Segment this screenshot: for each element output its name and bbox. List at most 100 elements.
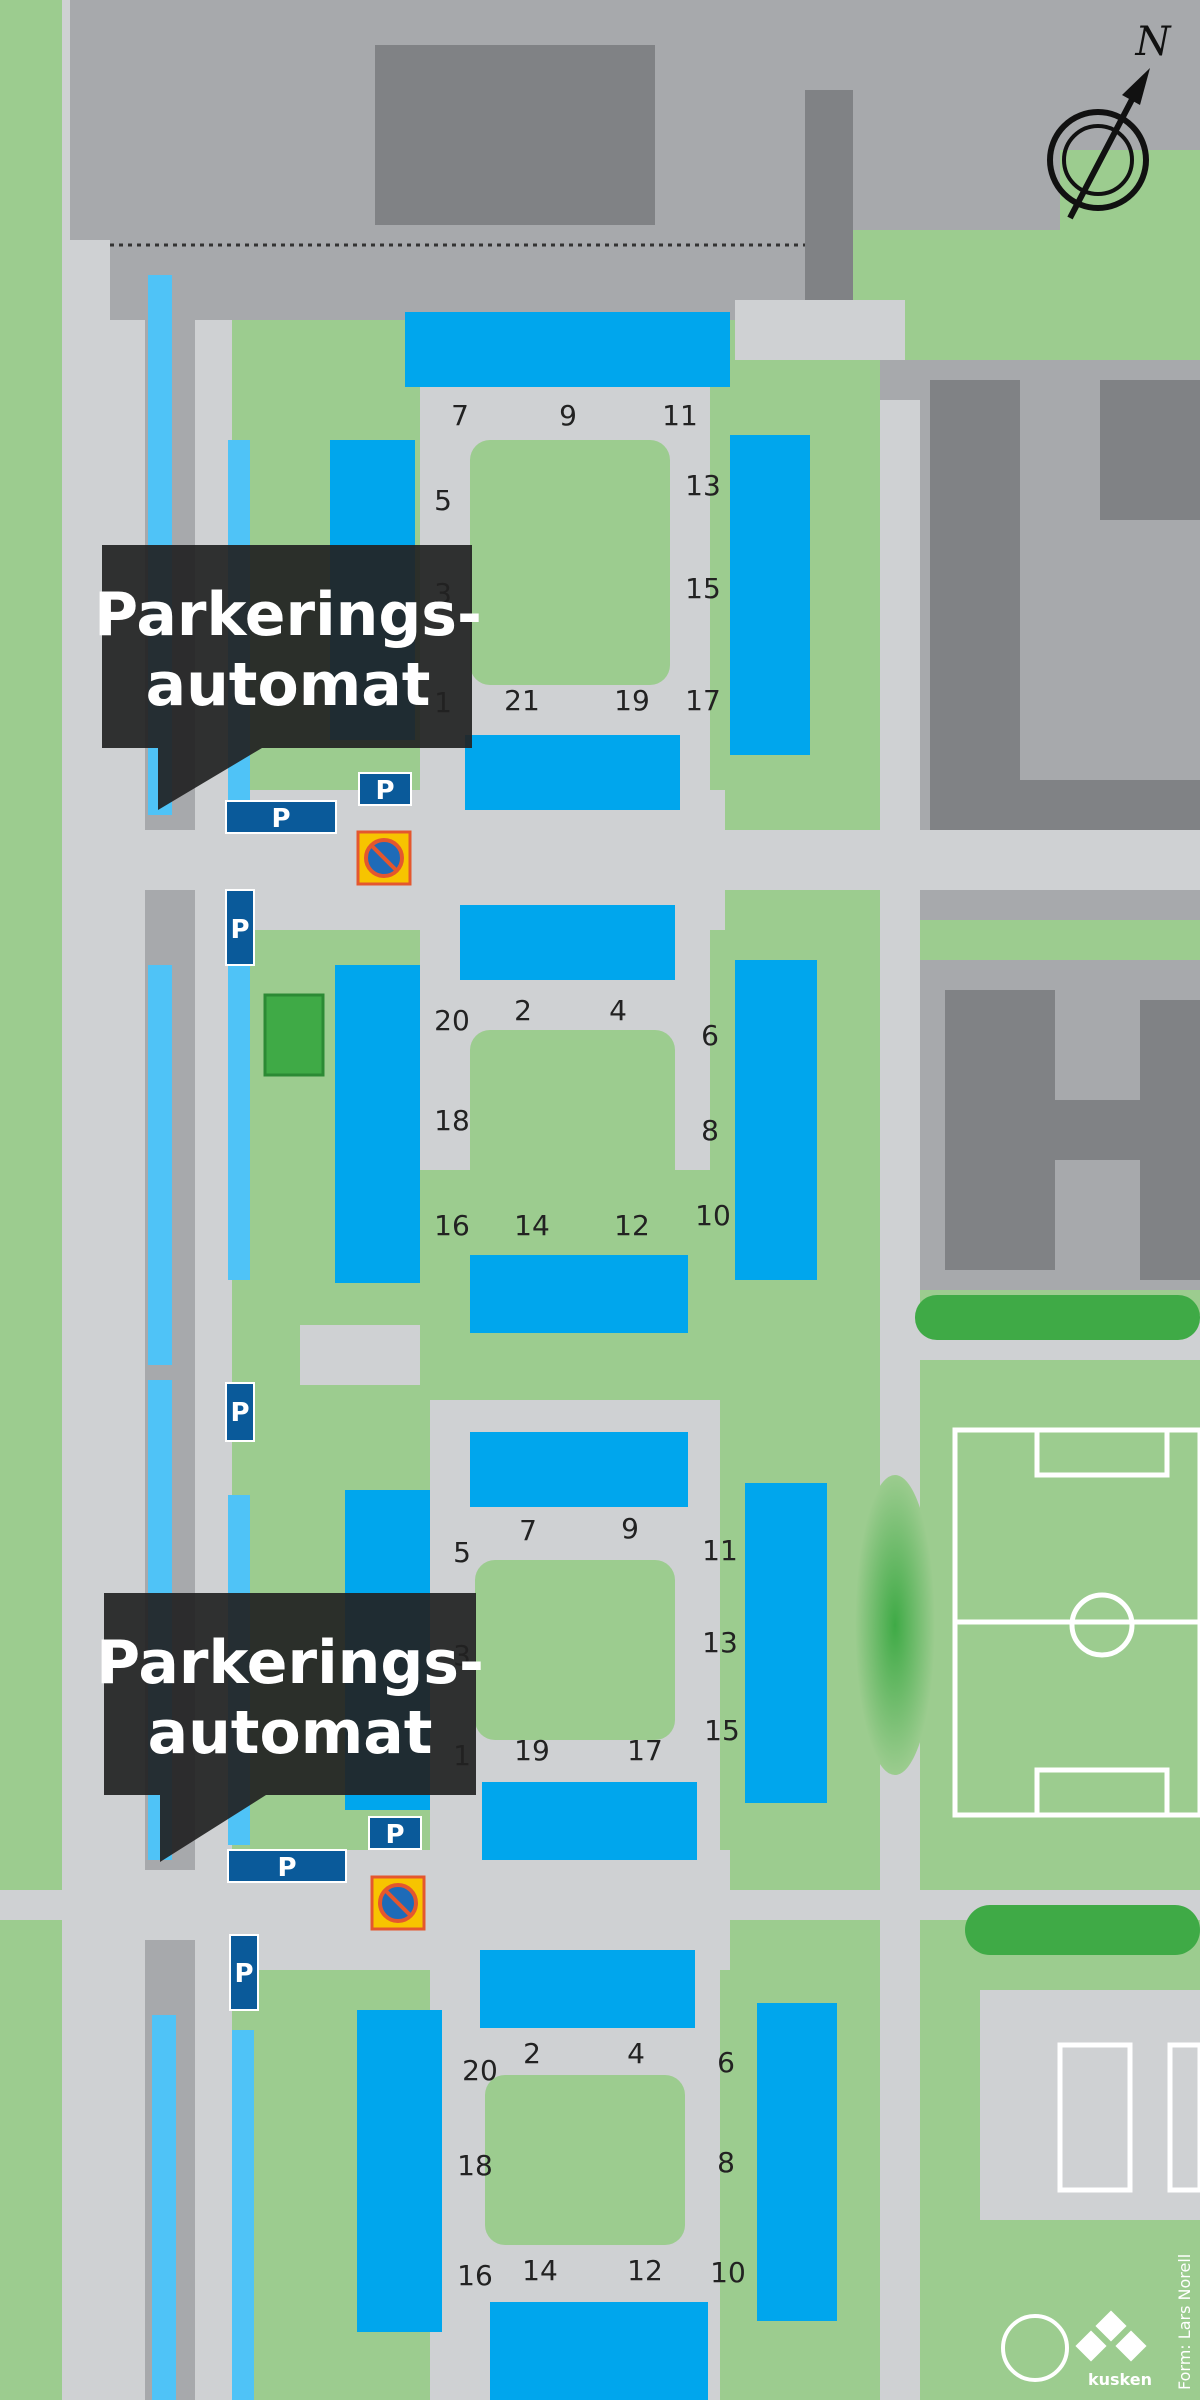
house-number: 19 [514, 1734, 550, 1767]
carport-strip-3 [148, 965, 172, 1365]
building-11-13-15-b [745, 1483, 827, 1803]
tree-row-east-2 [965, 1905, 1200, 1955]
parking-sign [225, 1382, 255, 1442]
house-number: 6 [717, 2046, 735, 2079]
football-penalty-bottom [1034, 1767, 1170, 1818]
building-dark-north2 [805, 90, 853, 320]
kusken-logo: kusken [1075, 2310, 1152, 2389]
building-dark-east3 [1100, 380, 1200, 520]
house-number: 5 [453, 1536, 471, 1569]
house-number: 17 [685, 684, 721, 717]
house-number: 12 [627, 2254, 663, 2287]
callout-parking-meter-2: Parkerings- automat [96, 1593, 484, 1862]
tennis-court-2 [1167, 2042, 1200, 2193]
house-number: 5 [434, 484, 452, 517]
road-ns-east2 [735, 300, 905, 360]
house-number: 20 [434, 1004, 470, 1037]
house-number: 16 [434, 1209, 470, 1242]
house-number: 17 [627, 1734, 663, 1767]
house-number: 4 [627, 2037, 645, 2070]
callout-line1: Parkerings- [96, 1628, 484, 1698]
parking-sign-label: P [234, 1959, 253, 1989]
house-number: 7 [451, 399, 469, 432]
house-number: 18 [434, 1104, 470, 1137]
house-number: 16 [457, 2259, 493, 2292]
tree-row-east-1 [915, 1295, 1200, 1340]
house-number: 10 [695, 1199, 731, 1232]
bike-shed [263, 993, 325, 1077]
building-20-18-16-a [335, 965, 420, 1283]
no-parking-sign [370, 1875, 426, 1931]
house-number: 7 [519, 1514, 537, 1547]
house-number: 8 [717, 2146, 735, 2179]
parking-sign [368, 1816, 422, 1850]
house-number: 10 [710, 2256, 746, 2289]
small-grey-lot [300, 1325, 420, 1385]
house-number: 12 [614, 1209, 650, 1242]
no-parking-sign [356, 830, 412, 886]
callout-line2: automat [146, 650, 431, 720]
building-dark-north [375, 45, 655, 225]
callout-line1: Parkerings- [94, 580, 482, 650]
building-14-12-b [490, 2302, 708, 2400]
house-number: 13 [685, 469, 721, 502]
parking-sign-label: P [277, 1853, 296, 1883]
tennis-court-1 [1057, 2042, 1133, 2193]
carport-strip-7 [152, 2015, 176, 2400]
building-6-8-10-b [757, 2003, 837, 2321]
parking-sign [227, 1849, 347, 1883]
building-13-15-17-a [730, 435, 810, 755]
tennis-court-area [980, 1990, 1200, 2220]
house-number: 6 [701, 1019, 719, 1052]
house-number: 14 [514, 1209, 550, 1242]
house-number: 11 [662, 399, 698, 432]
compass-north-label: N [1135, 19, 1173, 65]
house-number: 9 [559, 399, 577, 432]
parking-sign [225, 889, 255, 966]
road-ns-east [880, 400, 920, 2400]
house-number: 20 [462, 2054, 498, 2087]
map-credit: Form: Lars Norell [1175, 2254, 1194, 2390]
house-number: 2 [514, 994, 532, 1027]
courtyard-lawn-1 [470, 440, 670, 685]
football-penalty-top [1034, 1427, 1170, 1478]
football-center-circle [1069, 1592, 1135, 1658]
house-number: 14 [522, 2254, 558, 2287]
apartment-buildings [330, 312, 837, 2400]
parking-sign-label: P [375, 776, 394, 806]
house-number: 13 [702, 1626, 738, 1659]
house-number: 15 [704, 1714, 740, 1747]
courtyard-lawn-4 [485, 2075, 685, 2245]
building-20-18-16-b [357, 2010, 442, 2332]
parking-sign-label: P [385, 1820, 404, 1850]
courtyard-lawn-2 [470, 1030, 675, 1210]
parking-sign [358, 772, 412, 806]
house-number: 2 [523, 2037, 541, 2070]
callout-line2: automat [148, 1698, 433, 1768]
house-number: 4 [609, 994, 627, 1027]
building-14-12-a [470, 1255, 688, 1333]
house-number: 8 [701, 1114, 719, 1147]
callout-parking-meter-1: Parkerings- automat [94, 545, 482, 810]
building-dark-east1 [930, 380, 1020, 880]
carport-strip-4 [228, 965, 250, 1280]
courtyard-lawn-3 [475, 1560, 675, 1740]
parking-sign [225, 800, 337, 834]
parking-sign [229, 1934, 259, 2011]
house-numbers-block4: 2 4 6 8 10 20 18 16 14 12 [457, 2037, 746, 2292]
house-number: 18 [457, 2149, 493, 2182]
parking-sign-label: P [230, 915, 249, 945]
building-2-4-a [460, 905, 675, 980]
carport-strip-8 [232, 2030, 254, 2400]
building-21-19-a [465, 735, 680, 810]
house-number: 9 [621, 1512, 639, 1545]
building-2-4-b [480, 1950, 695, 2028]
parking-sign-label: P [230, 1398, 249, 1428]
building-19-17-b [482, 1782, 697, 1860]
grass-soft-patch [855, 1475, 935, 1775]
house-numbers-block2: 2 4 6 8 10 20 18 16 14 12 [434, 994, 731, 1242]
kusken-logo-text: kusken [1088, 2370, 1152, 2389]
house-number: 15 [685, 572, 721, 605]
compass-icon: N [1047, 19, 1173, 220]
